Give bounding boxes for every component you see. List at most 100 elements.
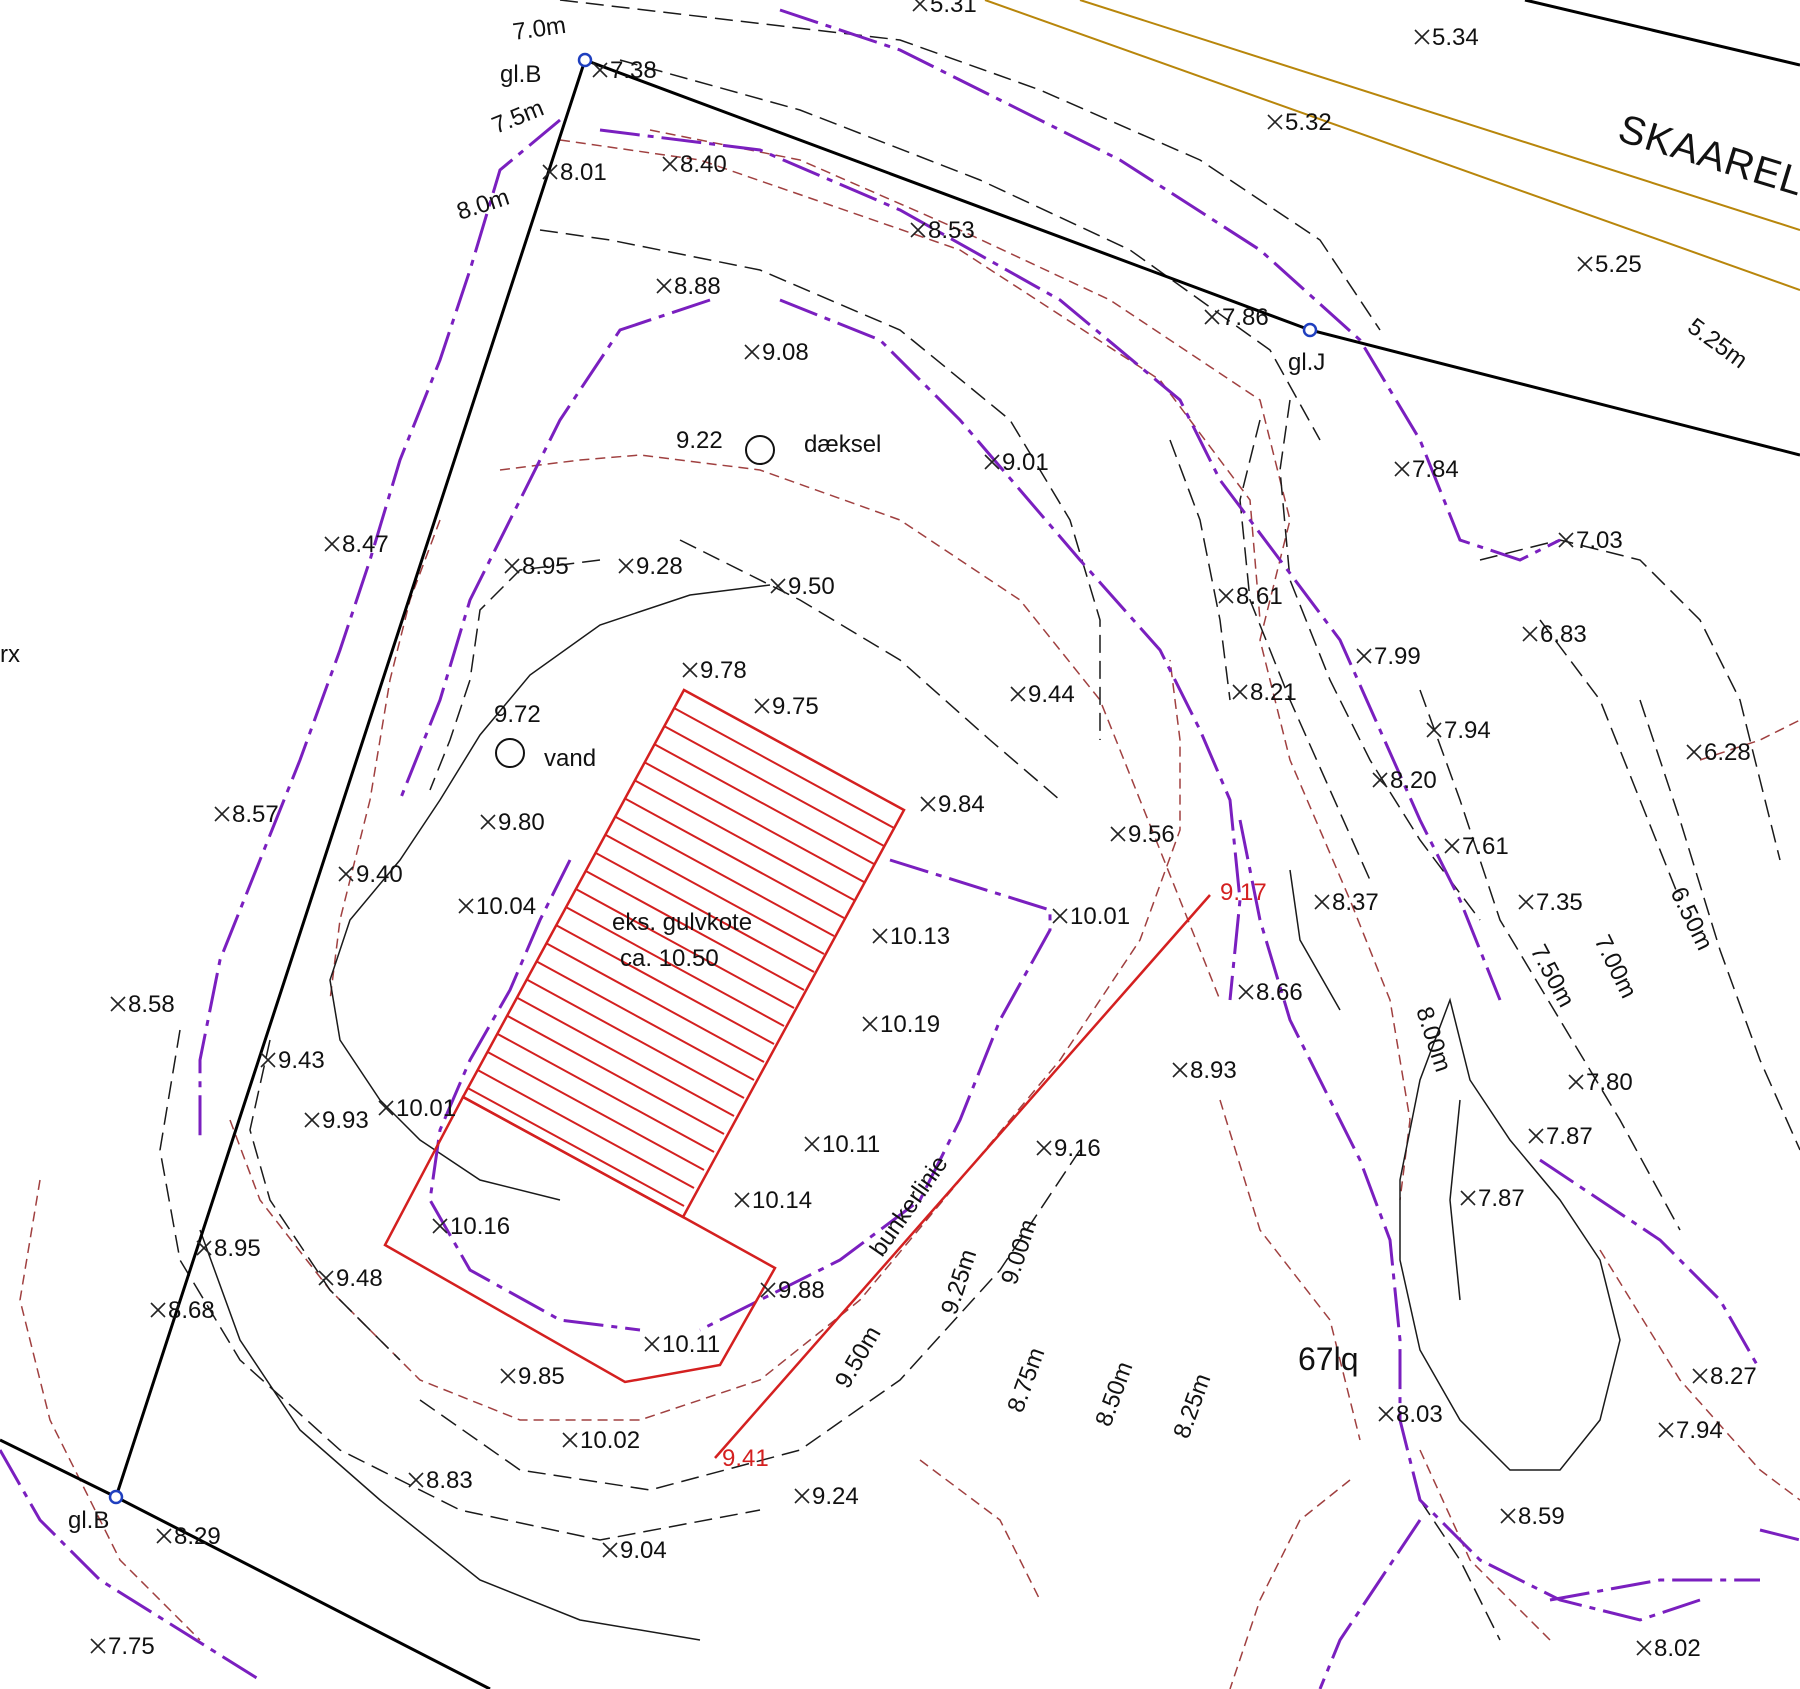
spot-height-cross-icon [1394,461,1410,477]
spot-height-cross-icon [562,1432,578,1448]
boundary-points [108,52,1318,1505]
building-label: eks. gulvkote ca. 10.50 [612,909,752,972]
spot-height-cross-icon [1010,686,1026,702]
spot-height-cross-icon [110,996,126,1012]
bunker-labels: bunkerlinie 9.17 9.41 [722,879,1267,1472]
spot-height: 5.25 [1595,251,1642,278]
spot-height-cross-icon [432,1218,448,1234]
road-edges [984,0,1800,291]
spot-height: 10.01 [1070,903,1130,930]
spot-height: 7.80 [1586,1069,1633,1096]
contour-label: 7.0m [511,12,568,46]
spot-height: 8.53 [928,217,975,244]
spot-height: 8.03 [1396,1401,1443,1428]
spot-height: 8.21 [1250,679,1297,706]
spot-height: 10.01 [396,1095,456,1122]
contour-labels: 7.0m 7.5m 8.0m 5.25m 6.50m 7.00m 7.50m 8… [454,12,1753,1442]
contour-label: 9.00m [996,1216,1042,1288]
spot-height: 9.78 [700,657,747,684]
spot-height-cross-icon [1692,1368,1708,1384]
spot-height-cross-icon [1568,1074,1584,1090]
spot-height: 7.94 [1444,717,1491,744]
spot-height: 5.34 [1432,24,1479,51]
spot-height: 10.14 [752,1187,812,1214]
contour-label: 8.50m [1090,1358,1138,1430]
spot-height: 8.27 [1710,1363,1757,1390]
property-boundaries [0,58,1800,1689]
spot-height: 5.32 [1285,109,1332,136]
spot-height-cross-icon [656,278,672,294]
spot-height-cross-icon [754,698,770,714]
spot-height: 7.38 [610,57,657,84]
cover-label: dæksel [804,431,881,458]
spot-height-cross-icon [1522,626,1538,642]
spot-height: 10.19 [880,1011,940,1038]
spot-height-cross-icon [862,1016,878,1032]
spot-height-cross-icon [500,1368,516,1384]
spot-height: 7.35 [1536,889,1583,916]
spot-height-cross-icon [1218,588,1234,604]
spot-height: 9.28 [636,553,683,580]
bunker-end-value: 9.41 [722,1445,769,1472]
spot-height: 8.57 [232,801,279,828]
spot-height: 9.80 [498,809,545,836]
water-label: vand [544,745,596,772]
spot-height: 10.16 [450,1213,510,1240]
contours-solid-black [199,584,1621,1641]
spot-height: 8.40 [680,151,727,178]
spot-height: 8.02 [1654,1635,1701,1662]
spot-height-cross-icon [1267,114,1283,130]
spot-height-cross-icon [378,1100,394,1116]
spot-height-cross-icon [1356,648,1372,664]
spot-height: 10.13 [890,923,950,950]
spot-height: 7.87 [1478,1185,1525,1212]
spot-height-cross-icon [592,62,608,78]
contours-purple [0,8,1800,1689]
spot-height-cross-icon [214,806,230,822]
bunker-label: bunkerlinie [865,1151,954,1262]
spot-height-cross-icon [480,814,496,830]
spot-height: 7.61 [1462,833,1509,860]
spot-height: 9.93 [322,1107,369,1134]
spot-height: 7.84 [1412,456,1459,483]
spot-height: 8.68 [168,1297,215,1324]
spot-height-cross-icon [324,536,340,552]
spot-height-cross-icon [1232,684,1248,700]
contour-label: 8.25m [1168,1370,1216,1442]
spot-height-cross-icon [1444,838,1460,854]
spot-height: 8.47 [342,531,389,558]
spot-height-cross-icon [662,156,678,172]
spot-height: 7.99 [1374,643,1421,670]
spot-height-cross-icon [542,164,558,180]
spot-height-labels: 5.31 5.34 5.32 5.25 7.38 8.01 8.40 8.53 … [108,0,1757,1662]
spot-height: 8.59 [1518,1503,1565,1530]
spot-height: 7.75 [108,1633,155,1660]
spot-height-cross-icon [760,1282,776,1298]
spot-height-cross-icon [156,1528,172,1544]
spot-height-cross-icon [912,0,928,12]
spot-height-cross-icon [1528,1128,1544,1144]
spot-height: 8.88 [674,273,721,300]
road-name: SKAAREL [1613,107,1800,205]
spot-height-cross-icon [1314,894,1330,910]
spot-height-cross-icon [734,1192,750,1208]
spot-height: 6.83 [1540,621,1587,648]
spot-height-cross-icon [1577,256,1593,272]
spot-height: 9.88 [778,1277,825,1304]
spot-height: 9.40 [356,861,403,888]
spot-height-cross-icon [794,1488,810,1504]
spot-height-cross-icon [260,1052,276,1068]
contour-label: 9.25m [936,1246,982,1318]
spot-height: 9.04 [620,1537,667,1564]
partial-edge-label: -rx [0,641,20,668]
spot-height: 7.86 [1222,304,1269,331]
spot-height: 9.75 [772,693,819,720]
spot-height-cross-icon [408,1472,424,1488]
water-value: 9.72 [494,701,541,728]
building-label-line1: eks. gulvkote [612,909,752,936]
spot-height-cross-icon [644,1336,660,1352]
contour-label: 7.5m [488,95,548,140]
spot-height-cross-icon [504,558,520,574]
cadastral-label: 67lq [1298,1341,1359,1377]
spot-height-cross-icon [1238,984,1254,1000]
